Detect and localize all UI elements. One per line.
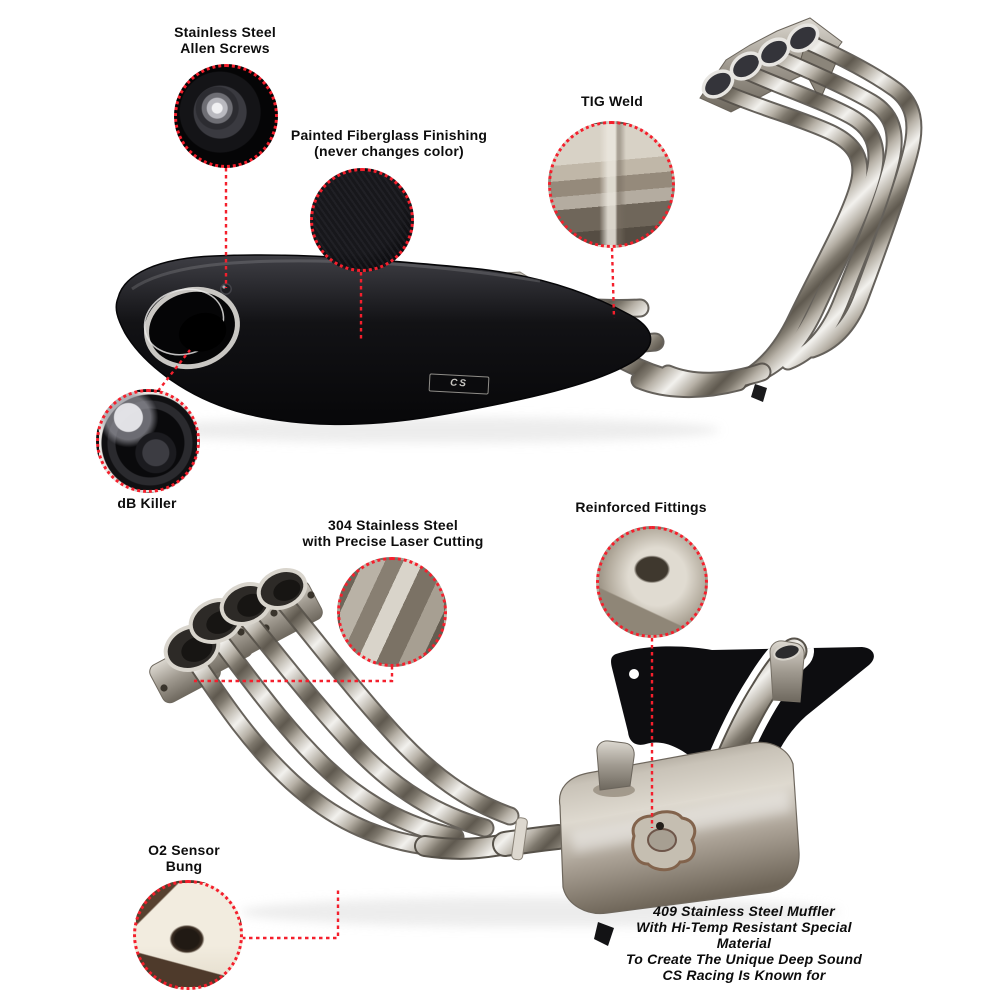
fiberglass-detail-photo [310, 168, 414, 272]
fiberglass-label: Painted Fiberglass Finishing (never chan… [291, 127, 487, 159]
top-inlet-cups [701, 23, 820, 99]
label-line: O2 Sensor [148, 842, 220, 858]
label-line: TIG Weld [580, 93, 644, 109]
laser-cut-label: 304 Stainless Steel with Precise Laser C… [302, 517, 483, 549]
note-line: 409 Stainless Steel Muffler [653, 903, 835, 919]
tig-weld-detail-photo [548, 121, 675, 248]
allen-screws-label: Stainless Steel Allen Screws [174, 24, 276, 56]
bottom-raw-muffler [558, 740, 800, 915]
reinforced-fittings-detail-photo [596, 526, 708, 638]
label-line: (never changes color) [314, 143, 464, 160]
tig-weld-label: TIG Weld [581, 93, 643, 109]
label-line: Reinforced Fittings [575, 499, 707, 515]
top-allen-screw [220, 283, 232, 295]
note-line: CS Racing Is Known for [662, 967, 826, 984]
muffler-description-note: 409 Stainless Steel Muffler With Hi-Temp… [616, 903, 872, 983]
top-exhaust-photo [115, 17, 923, 426]
bottom-exhaust-photo [149, 568, 874, 946]
top-painted-muffler [115, 254, 767, 426]
note-line: To Create The Unique Deep Sound [626, 951, 862, 968]
label-line: 304 Stainless Steel [328, 517, 458, 533]
o2-sensor-detail-photo [133, 880, 243, 990]
label-line: Bung [165, 858, 203, 875]
bottom-hanger-stub [594, 922, 614, 946]
db-killer-detail-photo [96, 389, 200, 493]
note-line: With Hi-Temp Resistant Special Material [636, 919, 852, 952]
label-line: Painted Fiberglass Finishing [290, 127, 488, 143]
label-line: dB Killer [117, 495, 177, 511]
reinforced-fittings-label: Reinforced Fittings [575, 499, 706, 515]
allen-screws-detail-photo [174, 64, 278, 168]
label-line: with Precise Laser Cutting [302, 533, 484, 550]
top-header-pipes [710, 31, 923, 391]
label-line: Stainless Steel [174, 24, 276, 40]
top-exhaust-tip [143, 286, 240, 370]
cs-racing-logo-badge: CS [428, 373, 490, 395]
label-line: Allen Screws [180, 40, 270, 57]
midpipe-clamp [511, 817, 528, 861]
laser-cut-detail-photo [337, 557, 447, 667]
bottom-inlet-cups [163, 568, 308, 672]
bottom-header-pipes [186, 592, 520, 856]
bottom-collector [414, 824, 571, 860]
db-killer-label: dB Killer [117, 495, 176, 511]
top-shadow [140, 417, 720, 443]
o2-sensor-label: O2 Sensor Bung [148, 842, 220, 874]
bottom-shadow [240, 897, 840, 927]
